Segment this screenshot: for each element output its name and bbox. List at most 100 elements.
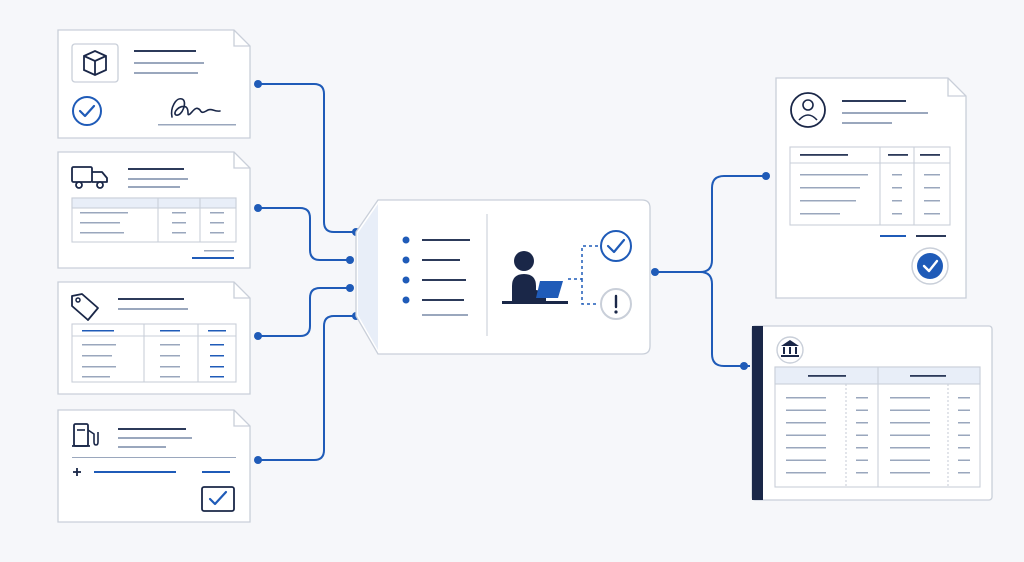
text-line [128, 168, 184, 170]
ledger-row-line [958, 397, 970, 399]
ledger-row-line [958, 422, 970, 424]
output-doc-vendor-invoice [775, 77, 967, 299]
connector-dot [254, 80, 262, 88]
package-box-icon-frame [71, 43, 119, 83]
text-line [118, 428, 186, 430]
ledger-row-line [890, 409, 930, 411]
ledger-row-line [890, 397, 930, 399]
plus-icon [73, 468, 81, 476]
verified-check-icon [911, 247, 949, 285]
connector-dot [254, 456, 262, 464]
ledger-row-line [856, 447, 868, 449]
text-line [134, 62, 204, 64]
ledger-row-line [958, 434, 970, 436]
connector-dot [740, 362, 748, 370]
person-at-laptop-icon [502, 251, 568, 304]
input-doc-shipping-invoice [57, 151, 251, 269]
connector-dot [346, 284, 354, 292]
outcome-branch [568, 245, 598, 305]
line-item-table [71, 323, 237, 383]
user-profile-icon [790, 92, 826, 128]
text-line [842, 100, 906, 102]
ledger-row-line [786, 472, 826, 474]
connector-dot [346, 256, 354, 264]
ledger-row-line [786, 447, 826, 449]
text-line [128, 178, 188, 180]
ledger-row-line [856, 397, 868, 399]
ledger-row-line [856, 434, 868, 436]
doc-fold [233, 410, 250, 427]
doc-fold [233, 30, 250, 47]
text-line [134, 50, 196, 52]
price-tag-icon [71, 293, 99, 321]
bank-building-icon [776, 336, 804, 364]
ledger-row-line [890, 459, 930, 461]
processing-hub [355, 199, 651, 355]
doc-fold [947, 78, 966, 97]
input-doc-price-list [57, 281, 251, 395]
line-item-table [789, 146, 951, 226]
connector-dot [651, 268, 659, 276]
connector-input-3 [258, 287, 350, 337]
package-box-icon [83, 50, 107, 76]
text-line [118, 298, 184, 300]
text-line [118, 437, 192, 439]
approved-check-icon [600, 230, 632, 262]
line-item-table [71, 197, 237, 243]
input-doc-fuel-receipt [57, 409, 251, 523]
total-line [880, 235, 906, 237]
ledger-row-line [856, 409, 868, 411]
fuel-pump-icon [72, 423, 99, 447]
connector-dot [254, 332, 262, 340]
connector-output-ledger [699, 271, 750, 367]
delivery-truck-icon [71, 166, 108, 189]
ledger-row-line [786, 422, 826, 424]
connector-dot [254, 204, 262, 212]
hub-frame [355, 199, 651, 355]
total-line [192, 257, 234, 259]
text-line [118, 446, 166, 448]
checklist [402, 236, 470, 316]
text-line [202, 471, 230, 473]
ledger-row-line [890, 434, 930, 436]
text-line [118, 308, 188, 310]
text-line [134, 72, 198, 74]
signature-scribble [170, 98, 221, 118]
checkbox-checked-icon [201, 486, 235, 512]
ledger-row-line [890, 422, 930, 424]
doc-card [57, 409, 251, 523]
connector-dot [762, 172, 770, 180]
input-doc-delivery-receipt [57, 29, 251, 139]
ledger-row-line [958, 459, 970, 461]
doc-card [775, 77, 967, 299]
ledger-table [774, 366, 981, 488]
text-line [94, 471, 176, 473]
doc-fold [233, 282, 250, 299]
connector-input-2 [258, 207, 350, 261]
text-line [842, 122, 892, 124]
check-circle-icon [72, 96, 102, 126]
total-line [916, 235, 946, 237]
connector-output-split [655, 175, 766, 273]
ledger-row-line [856, 472, 868, 474]
connector-input-1 [258, 83, 356, 233]
doc-card [57, 29, 251, 139]
ledger-rows [786, 397, 970, 474]
connector-lines [258, 83, 766, 461]
ledger-left-bar [752, 326, 763, 500]
doc-card [751, 325, 993, 501]
divider-line [72, 457, 236, 458]
text-line [842, 112, 928, 114]
ledger-row-line [786, 434, 826, 436]
doc-fold [233, 152, 250, 169]
connector-input-4 [258, 315, 356, 461]
output-doc-bank-ledger [751, 325, 993, 501]
ledger-row-line [958, 472, 970, 474]
doc-card [57, 151, 251, 269]
signature-line [158, 124, 236, 126]
ledger-row-line [786, 409, 826, 411]
ledger-row-line [958, 409, 970, 411]
total-line [204, 250, 234, 252]
ledger-row-line [786, 459, 826, 461]
